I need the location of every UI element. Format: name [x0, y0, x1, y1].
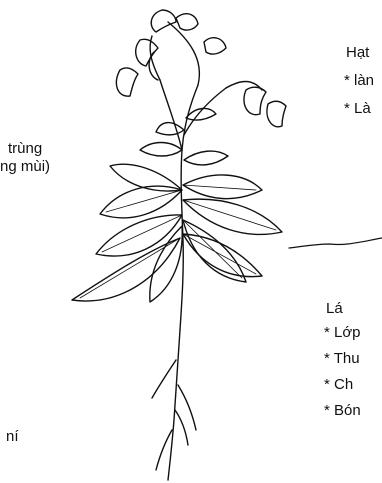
leaf [140, 143, 182, 157]
label-right-bottom-item: * Lớp [324, 324, 361, 342]
leaf [156, 123, 184, 135]
label-left-top-2: ng mùi) [0, 158, 50, 176]
flower [116, 68, 138, 96]
label-right-top-item: * làn [344, 72, 374, 90]
leaf [184, 151, 228, 165]
root-branch [178, 385, 196, 430]
label-left-bottom: ní [6, 428, 19, 446]
leaf [150, 226, 182, 302]
label-right-top-title: Hạt [346, 44, 369, 62]
flower-stalk [226, 82, 262, 91]
label-right-bottom-item: * Bón [324, 402, 361, 420]
flower [151, 10, 176, 32]
main-stem [180, 85, 198, 330]
flower [176, 14, 198, 30]
root-branch [152, 360, 176, 398]
label-right-bottom-item: * Thu [324, 350, 360, 368]
flower [204, 38, 226, 54]
root-branch [175, 410, 188, 445]
pointer-line [289, 238, 382, 248]
label-right-bottom-title: Lá [326, 300, 343, 318]
flower [267, 101, 286, 127]
label-right-top-item: * Là [344, 100, 371, 118]
flower [136, 39, 158, 66]
flower-stalk [168, 22, 199, 85]
branch-stem [160, 80, 182, 150]
flower [244, 87, 266, 114]
root [168, 330, 180, 480]
label-left-top-1: trùng [8, 140, 42, 158]
label-right-bottom-item: * Ch [324, 376, 353, 394]
branch-stem [184, 88, 226, 135]
leaf [183, 175, 262, 199]
